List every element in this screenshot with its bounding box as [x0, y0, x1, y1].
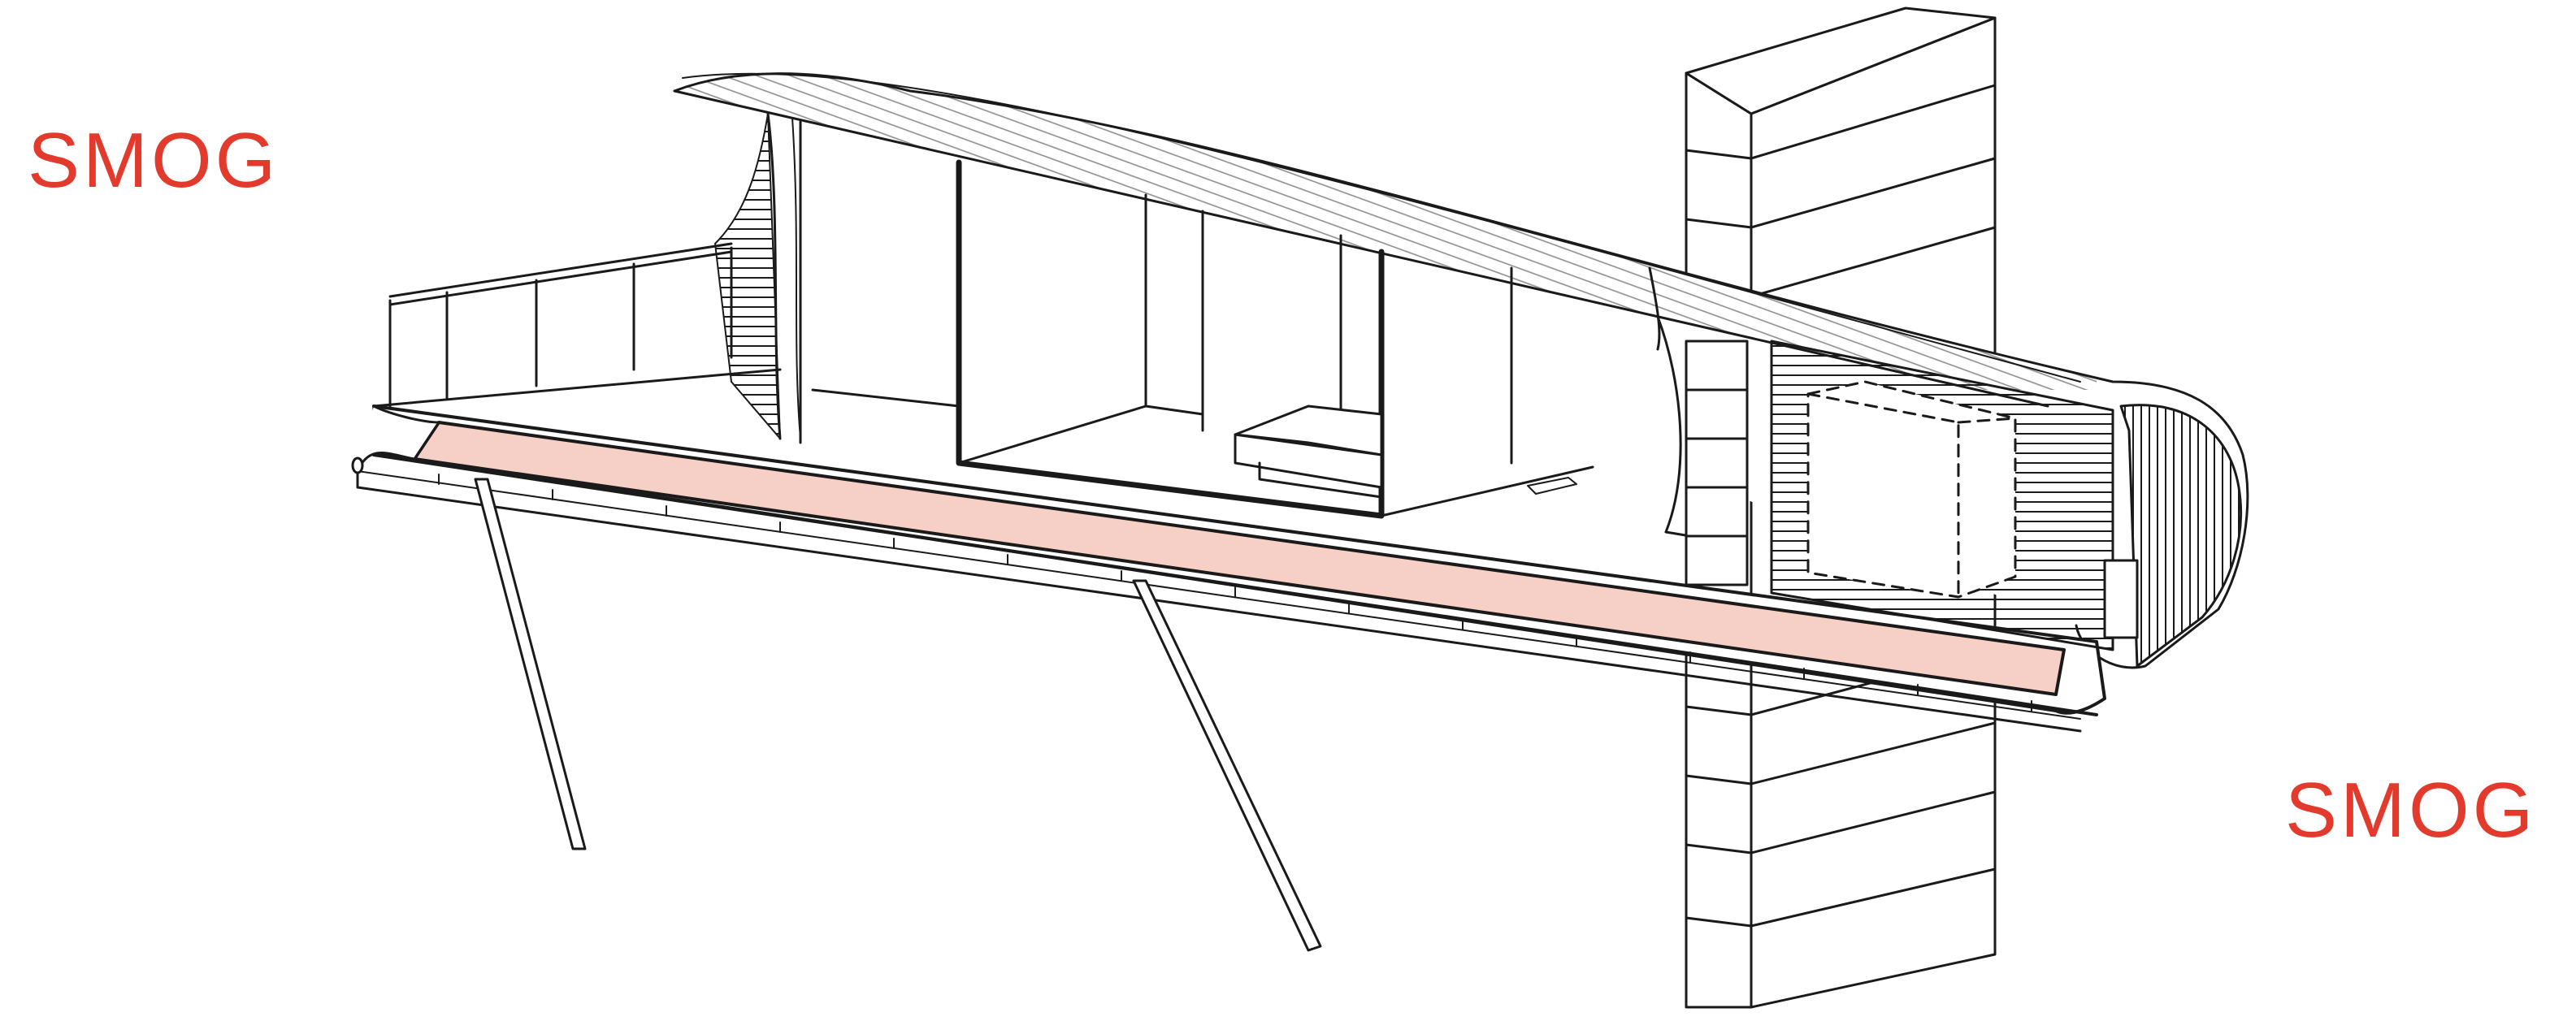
- slab-left-nose: [356, 405, 440, 473]
- left-curved-wall: [714, 112, 801, 440]
- underside-ticks: [438, 474, 2032, 712]
- drawer-stack: [1685, 340, 1749, 586]
- smog-label-top-left: SMOG: [28, 117, 280, 204]
- interior-walls: [799, 120, 1594, 519]
- hatched-end-room: [1770, 340, 2139, 651]
- floor-mat: [1527, 477, 1577, 495]
- bed: [1234, 405, 1383, 499]
- floor-slab: [356, 405, 2106, 733]
- support-struts: [474, 478, 1322, 952]
- smog-label-bottom-right: SMOG: [2285, 767, 2537, 854]
- dashed-storage-box: [1806, 380, 2017, 599]
- end-cap: [2119, 404, 2242, 668]
- slab-left-pipe: [351, 456, 364, 474]
